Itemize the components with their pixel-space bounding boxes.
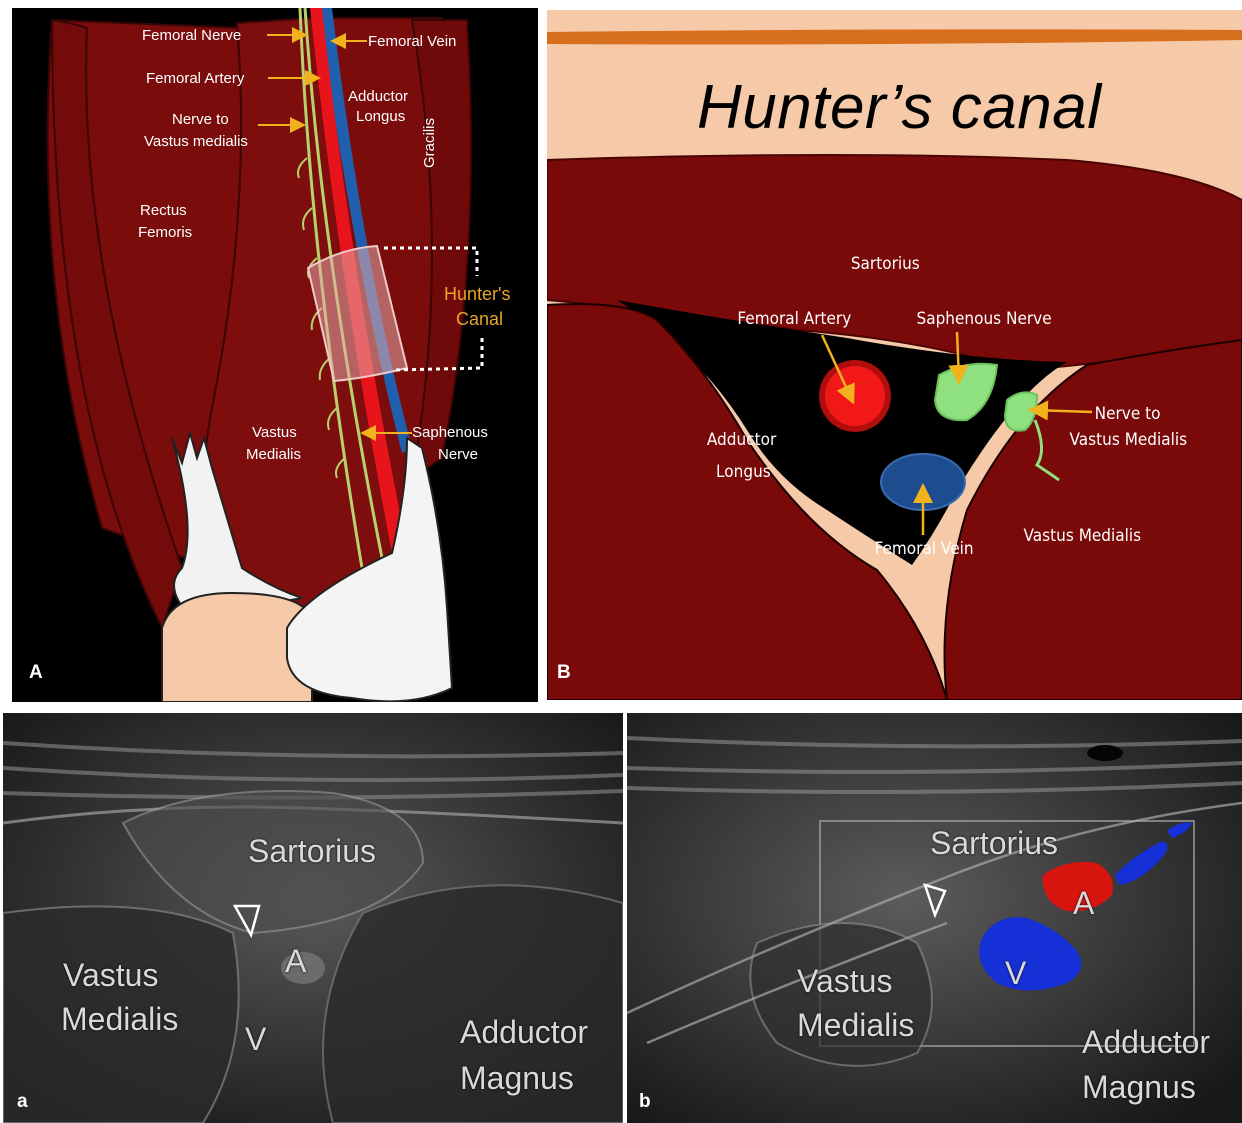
us-b-label-vastus-1: Vastus [797, 959, 892, 1003]
label-b-vastus: Vastus Medialis [1024, 526, 1142, 547]
label-saphenous-1: Saphenous [412, 423, 488, 442]
label-rectus-2: Femoris [138, 223, 192, 242]
label-b-femoral-artery: Femoral Artery [737, 309, 851, 330]
us-a-label-adductor-2: Magnus [460, 1056, 574, 1100]
label-gracilis: Gracilis [420, 118, 439, 168]
label-femoral-nerve: Femoral Nerve [142, 26, 241, 45]
label-b-saphenous: Saphenous Nerve [917, 309, 1052, 330]
us-a-label-artery: A [285, 939, 306, 983]
label-b-adductor-1: Adductor [707, 430, 776, 451]
label-femoral-artery: Femoral Artery [146, 69, 244, 88]
label-nerve-to-vm-2: Vastus medialis [144, 132, 248, 151]
label-hunters-2: Canal [456, 307, 503, 331]
panel-letter-b: B [557, 662, 571, 684]
label-b-nerve-vm-2: Vastus Medialis [1070, 430, 1188, 451]
label-adductor-longus-2: Longus [356, 107, 405, 126]
us-b-label-vastus-2: Medialis [797, 1003, 914, 1047]
us-b-label-adductor-2: Magnus [1082, 1065, 1196, 1109]
us-b-label-vein: V [1005, 951, 1026, 995]
label-b-adductor-2: Longus [716, 462, 771, 483]
label-b-sartorius: Sartorius [851, 254, 920, 275]
label-saphenous-2: Nerve [438, 445, 478, 464]
ultrasound-panel-b-doppler: Sartorius A V Vastus Medialis Adductor M… [627, 713, 1242, 1123]
panel-a-illustration [12, 8, 538, 702]
label-femoral-vein: Femoral Vein [368, 32, 456, 51]
femoral-artery-b-lumen [825, 366, 885, 426]
us-b-label-sartorius: Sartorius [930, 821, 1058, 865]
label-nerve-to-vm-1: Nerve to [172, 110, 229, 129]
us-b-label-artery: A [1073, 881, 1094, 925]
us-b-label-adductor-1: Adductor [1082, 1020, 1210, 1064]
panel-letter-us-a: a [17, 1091, 28, 1113]
us-a-label-adductor-1: Adductor [460, 1010, 588, 1054]
label-b-femoral-vein: Femoral Vein [875, 539, 974, 560]
panel-a-anatomy-drawing: Femoral Nerve Femoral Vein Femoral Arter… [12, 8, 538, 702]
us-a-label-vastus-1: Vastus [63, 953, 158, 997]
panel-b-cross-section: Hunter’s canal Sartorius Femoral Artery … [547, 10, 1242, 700]
us-b-dark-spot [1087, 745, 1123, 761]
label-adductor-longus-1: Adductor [348, 87, 408, 106]
us-a-label-vastus-2: Medialis [61, 997, 178, 1041]
label-rectus-1: Rectus [140, 201, 187, 220]
us-a-label-vein: V [245, 1017, 266, 1061]
panel-letter-a: A [29, 662, 43, 684]
panel-letter-us-b: b [639, 1091, 651, 1113]
ultrasound-panel-a: Sartorius A V Vastus Medialis Adductor M… [3, 713, 623, 1123]
us-a-label-sartorius: Sartorius [248, 829, 376, 873]
label-vastus-2: Medialis [246, 445, 301, 464]
label-vastus-1: Vastus [252, 423, 297, 442]
panel-b-title: Hunter’s canal [697, 72, 1102, 143]
label-b-nerve-vm-1: Nerve to [1095, 404, 1161, 425]
label-hunters-1: Hunter's [444, 282, 510, 306]
